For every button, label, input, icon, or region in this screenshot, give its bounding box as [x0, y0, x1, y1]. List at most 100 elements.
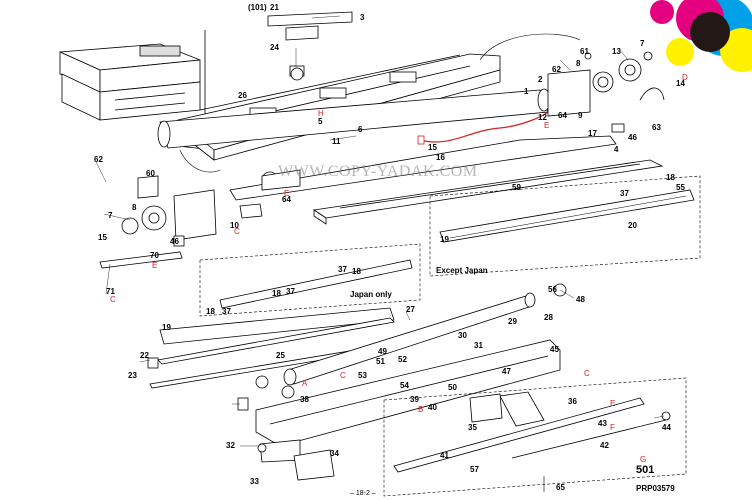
callout-label: 38 [300, 395, 309, 404]
red-ref-mark: E [284, 189, 290, 198]
callout-label: 63 [652, 123, 661, 132]
callout-label: 51 [376, 357, 385, 366]
callout-label: 64 [558, 111, 567, 120]
callout-label: 28 [544, 313, 553, 322]
red-ref-mark: C [234, 227, 240, 236]
leader-lines [95, 15, 665, 447]
callout-label: 18 [206, 307, 215, 316]
callout-label: 23 [128, 371, 137, 380]
harness-cable [179, 33, 581, 173]
callout-label: 3 [360, 13, 365, 22]
machine-thumbnail [59, 30, 206, 121]
callout-label: 20 [628, 221, 637, 230]
callout-label: 30 [458, 331, 467, 340]
callout-label: 62 [552, 65, 561, 74]
callout-label: 22 [140, 351, 149, 360]
callout-label: 7 [108, 211, 113, 220]
red-ref-mark: A [302, 379, 308, 388]
callout-label: 17 [588, 129, 597, 138]
callout-label: 26 [238, 91, 247, 100]
callout-label: 14 [676, 79, 685, 88]
callout-label: 13 [612, 47, 621, 56]
callout-label: 55 [676, 183, 685, 192]
callout-label: 15 [428, 143, 437, 152]
callout-label: 37 [338, 265, 347, 274]
red-ref-mark: C [340, 371, 346, 380]
callout-label: 48 [576, 295, 585, 304]
callout-label: 56 [548, 285, 557, 294]
callout-label: 34 [330, 449, 339, 458]
red-ref-mark: E [544, 121, 550, 130]
callout-label: 53 [358, 371, 367, 380]
red-ref-mark: G [640, 455, 647, 464]
callout-label: 37 [222, 307, 231, 316]
assembly-number: 501 [636, 464, 655, 476]
color-logo [650, 0, 752, 72]
callout-label: 44 [662, 423, 671, 432]
callout-label: 8 [576, 59, 581, 68]
callout-label: 39 [410, 395, 419, 404]
callout-label: 8 [132, 203, 137, 212]
japan-only-label: Japan only [350, 290, 392, 299]
callout-label: 33 [250, 477, 259, 486]
callout-label: 31 [474, 341, 483, 350]
callout-label: 27 [406, 305, 415, 314]
japan-only-box [199, 243, 421, 317]
callout-label: 15 [98, 233, 107, 242]
lower-frame [147, 339, 561, 481]
red-ref-mark: C [584, 369, 590, 378]
callout-label: 42 [600, 441, 609, 450]
red-ref-mark: B [418, 405, 424, 414]
transfer-roller [283, 283, 567, 386]
callout-label: 5 [318, 117, 323, 126]
callout-label: 52 [398, 355, 407, 364]
callout-label: 70 [150, 251, 159, 260]
callout-label: 12 [538, 113, 547, 122]
guide-plate [149, 307, 395, 389]
callout-label: 21 [270, 3, 279, 12]
callout-label: 49 [378, 347, 387, 356]
callout-label: 29 [508, 317, 517, 326]
callout-label: 19 [162, 323, 171, 332]
callout-label: 47 [502, 367, 511, 376]
red-ref-mark: E [152, 261, 158, 270]
red-ref-mark: D [682, 73, 688, 82]
callout-label: 62 [94, 155, 103, 164]
except-japan-label: Except Japan [436, 266, 488, 275]
callout-label: 6 [358, 125, 363, 134]
callout-label: 60 [146, 169, 155, 178]
callout-label: 4 [614, 145, 619, 154]
callout-label: 35 [468, 423, 477, 432]
callout-label: 46 [170, 237, 179, 246]
callout-label: 11 [332, 137, 341, 146]
callout-label: 45 [550, 345, 559, 354]
except-japan-box [429, 175, 701, 277]
callout-label: 7 [640, 39, 645, 48]
callout-label: 54 [400, 381, 409, 390]
red-ref-mark: C [110, 295, 116, 304]
assembly-501-box [383, 377, 687, 497]
callout-label: 16 [436, 153, 445, 162]
callout-label: 10 [230, 221, 239, 230]
callout-label: 18 [666, 173, 675, 182]
reference-code: PRP03579 [636, 484, 675, 493]
callout-label: 19 [440, 235, 449, 244]
callout-label: 46 [628, 133, 637, 142]
right-drive-parts [547, 51, 665, 133]
callout-label: 37 [620, 189, 629, 198]
callout-label: 40 [428, 403, 437, 412]
callout-label: 65 [556, 483, 565, 492]
callout-label: 18 [272, 289, 281, 298]
callout-label: 71 [106, 287, 115, 296]
red-ref-mark: F [610, 423, 615, 432]
rail-plate [229, 135, 664, 225]
callout-label: 50 [448, 383, 457, 392]
callout-label: 36 [568, 397, 577, 406]
callout-label: 43 [598, 419, 607, 428]
left-bracket [99, 169, 301, 269]
callout-label: 2 [538, 75, 543, 84]
callout-label: 64 [282, 195, 291, 204]
callout-label: 41 [440, 451, 449, 460]
callout-label: 32 [226, 441, 235, 450]
